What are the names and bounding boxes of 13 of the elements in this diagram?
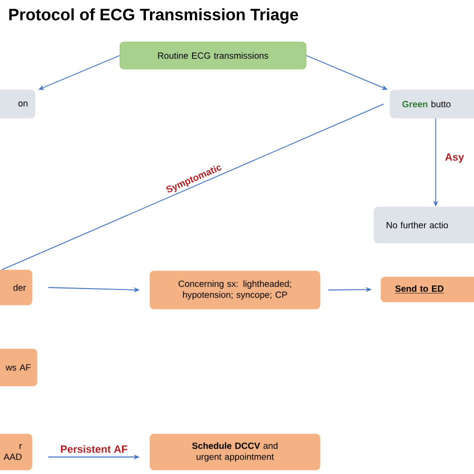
process-box: Schedule DCCV and urgent appointment xyxy=(150,434,320,470)
process-box: Send to ED xyxy=(380,276,474,302)
process-box: ws AF xyxy=(0,348,38,386)
title: Protocol of ECG Transmission Triage xyxy=(9,8,298,24)
edge-label: Persistent AF xyxy=(60,445,128,453)
process-box: r AAD xyxy=(0,434,32,470)
process-box: Concerning sx: lightheaded; hypotension; syncope; CP xyxy=(150,270,320,310)
edge-label: Asy xyxy=(445,153,464,163)
process-box: Routine ECG transmissions xyxy=(120,42,306,70)
process-box: on xyxy=(0,90,36,118)
process-box: der xyxy=(0,270,32,306)
process-box: No further actio xyxy=(374,206,474,244)
process-box: Green butto xyxy=(390,90,474,118)
